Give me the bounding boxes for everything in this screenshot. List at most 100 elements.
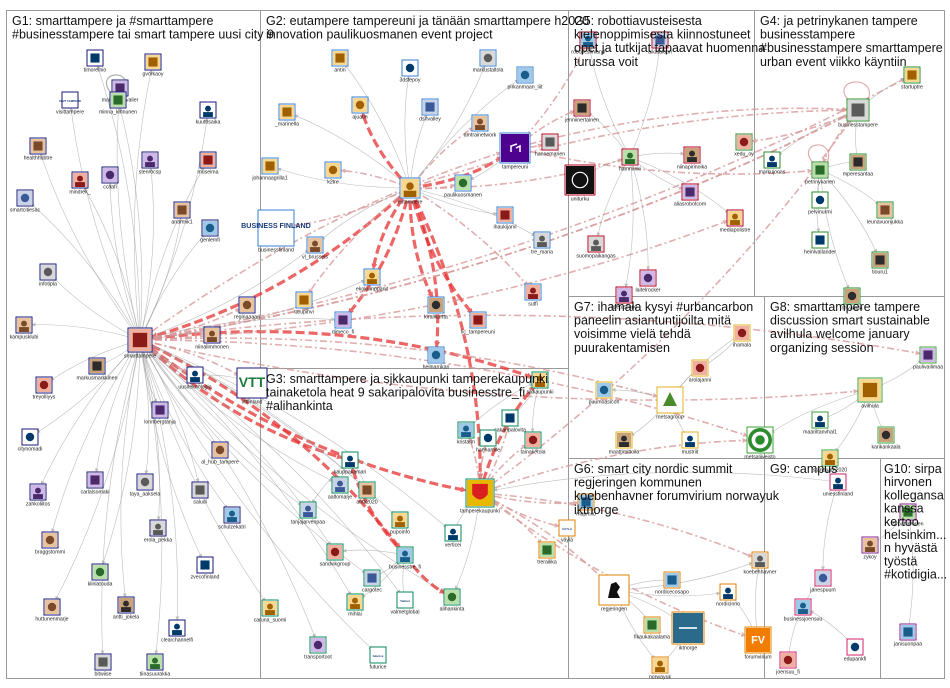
node-huttunenmarje[interactable]: huttunenmarje — [35, 598, 69, 623]
node-eutampere[interactable]: eutampere — [398, 177, 423, 206]
node-fikaukakaalama[interactable]: fikaukakaalama — [634, 616, 670, 641]
node-niinapirinoika[interactable]: niinapirinoika — [677, 146, 707, 171]
node-pupoinfo[interactable]: pupoinfo — [390, 511, 410, 536]
node-markustaltola[interactable]: markustaltola — [473, 49, 504, 74]
node-mustriit[interactable]: mustriit — [681, 431, 699, 456]
node-reginaaaari[interactable]: reginaaaari — [234, 296, 260, 321]
node-amtrainetwork[interactable]: amtrainetwork — [464, 114, 497, 139]
node-dimeco-fi[interactable]: dimeco_fi — [332, 311, 354, 336]
node-kuutosaika[interactable]: kuutosaika — [196, 101, 221, 126]
node-tampereuni[interactable]: tampereuni — [499, 132, 531, 171]
node-startuptre[interactable]: startuptre — [901, 66, 923, 91]
node-xedu-oy[interactable]: xedu_oy — [734, 133, 754, 158]
node-kiralikartta[interactable]: kiralikartta — [424, 296, 448, 321]
node-regjeringen[interactable]: regjeringen — [598, 574, 630, 613]
node-museima[interactable]: museima — [197, 151, 219, 176]
node-sakaripalovita[interactable]: sakaripalovita — [494, 409, 526, 434]
node-al-hub-tampere[interactable]: al_hub_tampere — [201, 441, 239, 466]
node-kauppakamari[interactable]: kauppakamari — [334, 451, 367, 476]
node-sjkkaupunki[interactable]: sjkkaupunki — [526, 371, 554, 396]
node-ajuatin[interactable]: ajuatin — [351, 96, 369, 121]
node-ekokumppanit[interactable]: ekokumppanit — [356, 268, 389, 293]
node-bitwiise[interactable]: bitwiise — [94, 653, 112, 678]
node-nordicecosapo[interactable]: nordicecosapo — [655, 571, 689, 596]
node-johannaagrilla1[interactable]: johannaagrilla1 — [251, 157, 288, 182]
node-ihaukijarvi[interactable]: ihaukijarvi — [493, 206, 517, 231]
node-jenniinertainen[interactable]: jenniinertainen — [564, 99, 599, 124]
node-tamperekaupunki[interactable]: tamperekaupunki — [460, 478, 500, 515]
node-antin[interactable]: antin — [331, 49, 349, 74]
node-joensuu-fi[interactable]: joensuu_fi — [775, 651, 800, 676]
node-norwayuk[interactable]: norwayuk — [649, 656, 672, 681]
node-sandvikgroup[interactable]: sandvikgroup — [320, 543, 351, 568]
node-tre-maria[interactable]: tre_maria — [531, 231, 553, 256]
node-rihvaaula[interactable]: rihvaaula — [841, 287, 863, 312]
node-infotipla[interactable]: infotipla — [39, 263, 57, 288]
node-mediapolistre[interactable]: mediapolistre — [720, 209, 751, 234]
node-vl-brussels[interactable]: vl_brussels — [302, 236, 328, 261]
node-erola-pekka[interactable]: erola_pekka — [144, 519, 172, 544]
node-timoreinio[interactable]: timoreinio — [84, 49, 107, 74]
node-smarttampere[interactable]: smarttampere — [124, 327, 156, 360]
node-zahkoliitos[interactable]: zahkoliitos — [26, 483, 51, 508]
node-verticei[interactable]: verticei — [444, 524, 462, 549]
node-hannemarien[interactable]: hannemarien — [535, 133, 565, 158]
node-mupmilo[interactable]: mupmilo — [576, 493, 596, 518]
node-healthhubtre[interactable]: healthhubtre — [24, 137, 53, 162]
node-businessjoensuu[interactable]: businessjoensuu — [784, 598, 823, 623]
node-mperesantaa[interactable]: mperesantaa — [843, 153, 873, 178]
node-saludi[interactable]: saludi — [191, 481, 209, 506]
node-sirpahirvonen[interactable]: sirpahirvonen — [892, 503, 924, 528]
node-carlalsomaki[interactable]: carlalsomaki — [81, 471, 110, 496]
node-aliasrobotcom[interactable]: aliasrobotcom — [674, 183, 706, 208]
node-maattimittoila[interactable]: maattimittoila — [609, 431, 640, 456]
node-3dstepoy[interactable]: 3dstepoy — [399, 59, 421, 84]
node-caruna-suomi[interactable]: caruna_suomi — [254, 599, 287, 624]
node-tainaketola[interactable]: tainaketola — [520, 431, 546, 456]
node-maariltanvhal1[interactable]: maariltanvhal1 — [803, 411, 837, 436]
node-tiinasuurakka[interactable]: tiinasuurakka — [140, 653, 171, 678]
node-tiouru1[interactable]: tiouru1 — [871, 251, 889, 276]
node-arolajanni[interactable]: arolajanni — [689, 359, 712, 384]
node-stenrocsp[interactable]: stenrocsp — [139, 151, 162, 176]
node-zvecofinland[interactable]: zvecofinland — [191, 556, 220, 581]
node-antti2020[interactable]: antti2020 — [356, 481, 378, 506]
node-k2tre[interactable]: k2tre — [324, 161, 342, 186]
node-antti-jokela[interactable]: antti_jokela — [113, 596, 139, 621]
node--marinella[interactable]: _marinella — [274, 103, 299, 128]
node-ihamala[interactable]: ihamala — [733, 324, 751, 349]
node-mihlai[interactable]: mihlai — [346, 593, 364, 618]
node-avilhula[interactable]: avilhula — [857, 377, 883, 410]
node-tarupihvi[interactable]: tarupihvi — [294, 291, 314, 316]
node-paulikuosmanen[interactable]: paulikuosmanen — [444, 174, 482, 199]
node-uniturku[interactable]: uniturku — [564, 164, 596, 203]
node-pirkanmaan-liit[interactable]: pirkanmaan_liit — [508, 66, 543, 91]
node-heilnarrikari[interactable]: heilnarrikari — [423, 346, 450, 371]
node-kampusklubi[interactable]: kampusklubi — [10, 316, 39, 341]
node-ccaafi[interactable]: ccaafi — [101, 166, 119, 191]
node-uniessfinland[interactable]: uniessfinland — [823, 473, 853, 498]
node-uusiteknologia[interactable]: uusiteknologia — [178, 366, 212, 391]
node-janisuonpaa[interactable]: janisuonpaa — [893, 623, 922, 648]
node-cargotec[interactable]: cargotec — [362, 569, 382, 594]
node-trerailika[interactable]: trerailika — [537, 541, 557, 566]
node-smartcitiesac[interactable]: smartcitiesac — [10, 189, 41, 214]
node-standuath2020[interactable]: standuath2020 — [813, 449, 847, 474]
node-businesstampere[interactable]: businesstampere — [838, 98, 878, 129]
node-edupankfi[interactable]: edupankfi — [844, 638, 867, 663]
node-aikatalouri[interactable]: aikatalouri — [648, 31, 672, 56]
node-koebenhavner[interactable]: koebenhavner — [744, 551, 777, 576]
node-anarmik1[interactable]: anarmik1 — [171, 201, 193, 226]
node-citynomadi[interactable]: citynomadi — [18, 428, 43, 453]
node-kristarin[interactable]: kristarin — [457, 421, 475, 446]
node-genlemfi[interactable]: genlemfi — [200, 219, 220, 244]
node-opetussapo[interactable]: opetussapo — [611, 286, 638, 311]
node-puumoasicon[interactable]: puumoasicon — [589, 381, 620, 406]
node-petrinykanen[interactable]: petrinykanen — [805, 161, 835, 186]
node-alihankinta[interactable]: alihankinta — [440, 588, 465, 613]
